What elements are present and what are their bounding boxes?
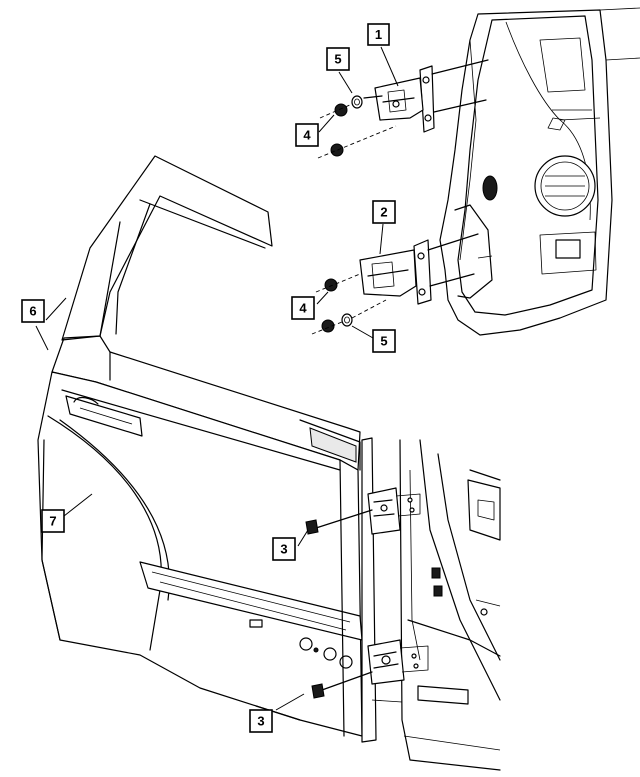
callout-5-upper: 5 bbox=[326, 47, 350, 71]
callout-3-middle-label: 3 bbox=[280, 542, 287, 557]
lower-door-hinge bbox=[359, 239, 432, 305]
lower-hinge-nuts bbox=[321, 278, 353, 333]
callout-7: 7 bbox=[41, 509, 65, 533]
callout-4-lower: 4 bbox=[291, 296, 315, 320]
callout-1-label: 1 bbox=[375, 27, 382, 42]
callout-3-bottom-label: 3 bbox=[257, 714, 264, 729]
body-pillar-lower bbox=[361, 437, 501, 771]
callout-5-lower-label: 5 bbox=[380, 334, 387, 349]
callout-7-label: 7 bbox=[49, 514, 56, 529]
upper-hinge-nuts bbox=[330, 95, 363, 157]
upper-hinge-bolts bbox=[363, 59, 489, 113]
rear-door-shell bbox=[37, 155, 363, 737]
callout-2: 2 bbox=[372, 200, 396, 224]
bottom-door-hinge bbox=[367, 639, 429, 685]
callout-4-upper-label: 4 bbox=[303, 128, 311, 143]
callout-4-upper: 4 bbox=[295, 123, 319, 147]
callout-1: 1 bbox=[367, 23, 390, 46]
callout-6: 6 bbox=[21, 299, 45, 323]
middle-door-hinge bbox=[367, 487, 421, 535]
callout-6-label: 6 bbox=[29, 304, 36, 319]
callout-5-lower: 5 bbox=[372, 329, 396, 353]
callout-3-bottom: 3 bbox=[249, 709, 273, 733]
callout-2-label: 2 bbox=[380, 205, 387, 220]
lower-hinge-bolts bbox=[427, 233, 479, 287]
callout-5-upper-label: 5 bbox=[334, 52, 341, 67]
callout-3-middle: 3 bbox=[272, 537, 296, 561]
body-pillar-upper bbox=[439, 7, 640, 336]
door-hinge-bolts bbox=[305, 509, 373, 699]
upper-door-hinge bbox=[374, 65, 435, 133]
callout-4-lower-label: 4 bbox=[299, 301, 307, 316]
leader-lines bbox=[35, 46, 399, 711]
